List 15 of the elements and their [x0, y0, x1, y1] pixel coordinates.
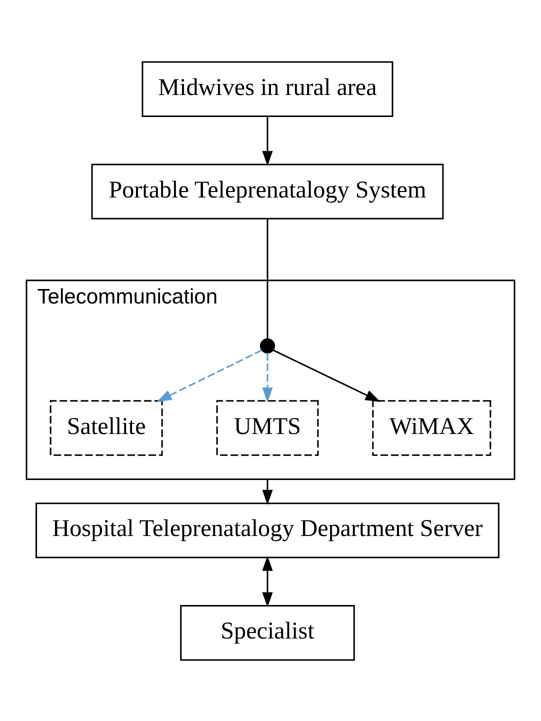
arrow — [262, 352, 273, 402]
arrow — [156, 349, 262, 402]
arrow — [262, 555, 273, 607]
node-circle — [260, 338, 276, 353]
arrow — [262, 116, 273, 166]
connector — [266, 218, 268, 338]
node-box: UMTS — [216, 400, 319, 456]
arrow — [262, 478, 273, 504]
node-box: Portable Teleprenatalogy System — [91, 163, 444, 219]
node-box: Hospital Teleprenatalogy Department Server — [36, 502, 500, 558]
node-box: Midwives in rural area — [142, 60, 394, 116]
node-box: WiMAX — [372, 400, 492, 456]
arrow — [272, 348, 380, 402]
node-box: Satellite — [50, 400, 163, 456]
node-box: Specialist — [180, 604, 355, 660]
